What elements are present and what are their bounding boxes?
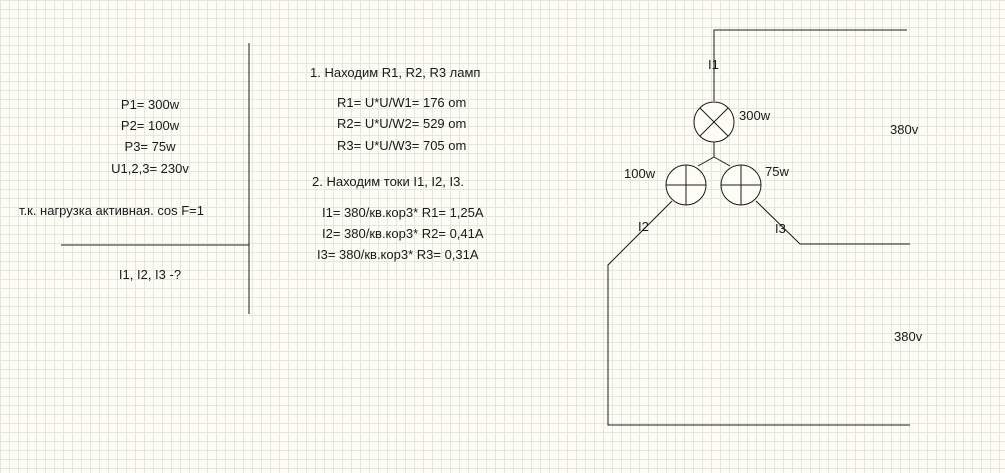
wire-i3 bbox=[755, 200, 910, 245]
step1-heading: 1. Находим R1, R2, R3 ламп bbox=[310, 65, 481, 80]
i2-formula: I2= 380/кв.кор3* R2= 0,41A bbox=[322, 226, 484, 241]
r2-formula: R2= U*U/W2= 529 om bbox=[337, 116, 467, 131]
wire-junction-right bbox=[713, 156, 731, 167]
given-p2: P2= 100w bbox=[120, 118, 180, 133]
r3-formula: R3= U*U/W3= 705 om bbox=[337, 138, 467, 153]
lamp-75w-icon bbox=[720, 164, 762, 206]
given-p1: P1= 300w bbox=[120, 97, 180, 112]
label-lamp-100w: 100w bbox=[624, 166, 656, 181]
find-question: I1, I2, I3 -? bbox=[118, 267, 182, 282]
wire-junction-left bbox=[697, 156, 715, 167]
label-lamp-75w: 75w bbox=[765, 164, 789, 179]
i3-formula: I3= 380/кв.кор3* R3= 0,31A bbox=[317, 247, 479, 262]
step2-heading: 2. Находим токи I1, I2, I3. bbox=[312, 174, 464, 189]
given-p3: P3= 75w bbox=[124, 139, 176, 154]
label-voltage-top: 380v bbox=[890, 122, 919, 137]
r1-formula: R1= U*U/W1= 176 om bbox=[337, 95, 467, 110]
label-i2: I2 bbox=[638, 219, 649, 234]
label-i1: I1 bbox=[708, 57, 719, 72]
given-voltage: U1,2,3= 230v bbox=[111, 161, 189, 176]
wire-i1 bbox=[713, 29, 907, 101]
lamp-300w-icon bbox=[693, 101, 735, 143]
lamp-100w-icon bbox=[665, 164, 707, 206]
i1-formula: I1= 380/кв.кор3* R1= 1,25A bbox=[322, 205, 484, 220]
label-lamp-300w: 300w bbox=[739, 108, 771, 123]
label-i3: I3 bbox=[775, 221, 786, 236]
label-voltage-bottom: 380v bbox=[894, 329, 923, 344]
wire-i2 bbox=[607, 200, 910, 426]
given-note: т.к. нагрузка активная. cos F=1 bbox=[19, 203, 205, 218]
